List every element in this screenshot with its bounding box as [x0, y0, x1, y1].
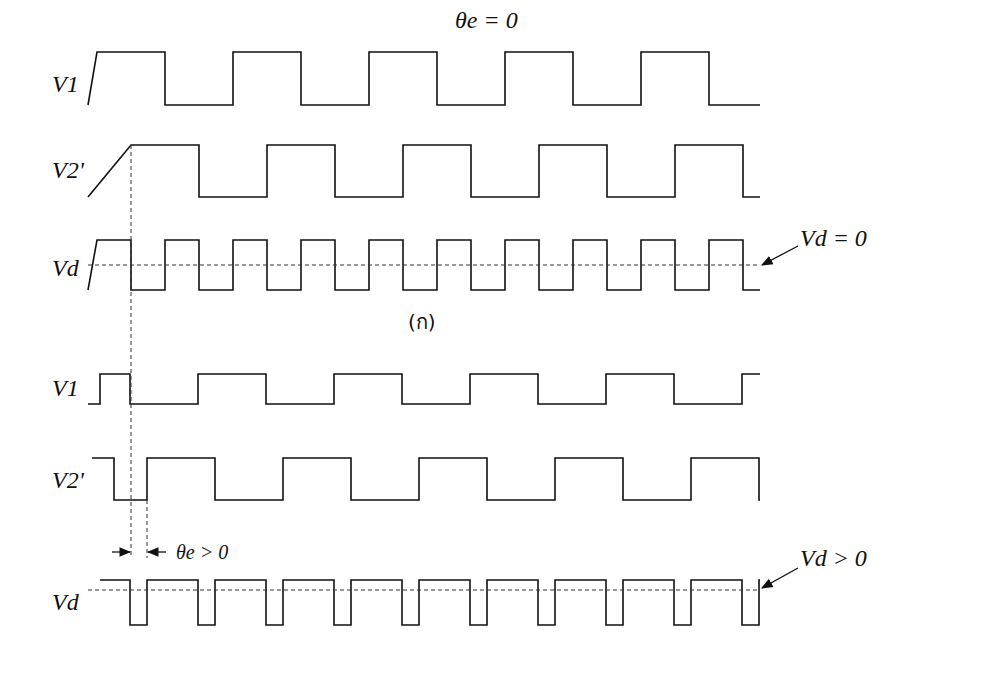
v1-top-wave	[88, 52, 760, 105]
v2-bottom-wave	[92, 458, 760, 500]
phase-arrow-left	[112, 551, 130, 552]
average-note: Vd = 0	[800, 226, 867, 250]
phase-reference	[131, 145, 132, 558]
signal-name: V2'	[52, 468, 84, 492]
vd-bottom-wave	[100, 580, 760, 625]
vd-top-wave	[88, 240, 760, 290]
phase-reference-2	[147, 500, 148, 558]
v1-bottom-wave	[88, 374, 760, 404]
phase-label: θe = 0	[455, 8, 518, 32]
signal-name: V1	[52, 72, 79, 96]
figure-part-label: (ก)	[408, 312, 436, 332]
signal-name: V1	[52, 376, 79, 400]
average-note: Vd > 0	[800, 546, 867, 570]
signal-name: Vd	[52, 590, 79, 614]
phase-arrow-right	[148, 551, 166, 552]
vd-bottom-average	[88, 590, 760, 591]
signal-name: Vd	[52, 256, 79, 280]
phase-label: θe > 0	[176, 542, 228, 562]
vd-positive-pointer	[762, 568, 798, 588]
v2-top-wave	[88, 145, 760, 197]
vd-zero-pointer	[762, 246, 798, 265]
signal-name: V2'	[52, 158, 84, 182]
vd-top-average	[88, 265, 760, 266]
